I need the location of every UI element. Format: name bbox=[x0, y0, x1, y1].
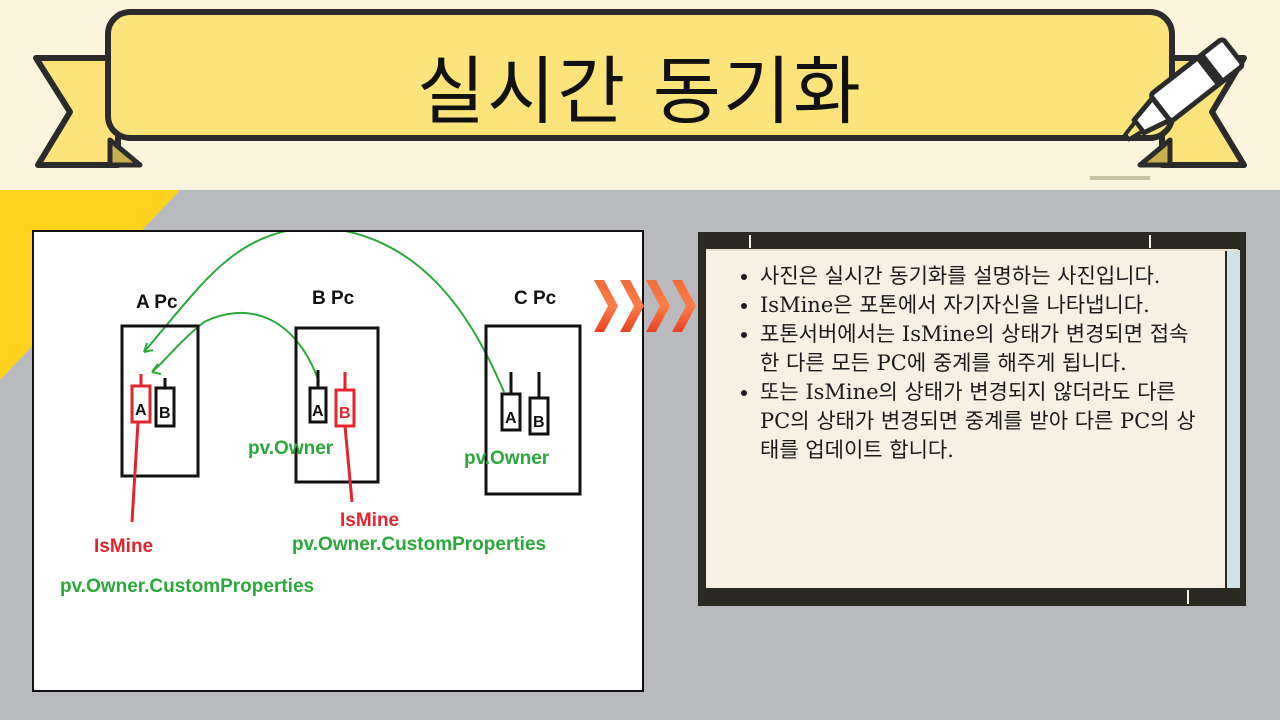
pc-label-b: B Pc bbox=[312, 288, 355, 309]
owner-label-b: pv.Owner bbox=[248, 438, 334, 459]
object-letter: B bbox=[533, 414, 545, 431]
object-letter: A bbox=[135, 402, 147, 419]
text-scroll-frame bbox=[698, 232, 1246, 606]
bullet-item: IsMine은 포톤에서 자기자신을 나타냅니다. bbox=[760, 291, 1204, 320]
ismine-label-a: IsMine bbox=[94, 536, 153, 557]
ismine-pointer-a bbox=[130, 421, 140, 523]
slide-title: 실시간 동기화 bbox=[416, 48, 863, 135]
object-letter: A bbox=[505, 410, 517, 427]
sync-arc-c-to-a bbox=[143, 232, 505, 393]
owner-props-label-a: pv.Owner.CustomProperties bbox=[60, 576, 314, 597]
object-letter: B bbox=[159, 405, 171, 422]
bullet-list-panel: 사진은 실시간 동기화를 설명하는 사진입니다. IsMine은 포톤에서 자기… bbox=[734, 262, 1204, 582]
bullet-item: 사진은 실시간 동기화를 설명하는 사진입니다. bbox=[760, 262, 1204, 291]
pc-label-c: C Pc bbox=[514, 288, 557, 309]
ismine-pointer-b bbox=[343, 425, 354, 503]
diagram-image: A Pc A B B Pc A B C Pc A B IsMine pv.Own… bbox=[32, 230, 644, 692]
banner-tail-left bbox=[33, 55, 121, 168]
bullet-item: 또는 IsMine의 상태가 변경되지 않더라도 다른 PC의 상태가 변경되면… bbox=[760, 378, 1204, 465]
pc-box-a bbox=[120, 324, 200, 478]
bullet-item: 포톤서버에서는 IsMine의 상태가 변경되면 접속한 다른 모든 PC에 중… bbox=[760, 320, 1204, 378]
owner-label-c: pv.Owner bbox=[464, 448, 550, 469]
pc-box-b bbox=[294, 326, 380, 484]
owner-props-label-b: pv.Owner.CustomProperties bbox=[292, 534, 546, 555]
title-banner bbox=[33, 9, 1247, 180]
bullet-list: 사진은 실시간 동기화를 설명하는 사진입니다. IsMine은 포톤에서 자기… bbox=[734, 262, 1204, 465]
object-letter: B bbox=[339, 405, 351, 422]
pc-box-c bbox=[484, 324, 582, 496]
sync-arc-b-to-a bbox=[151, 311, 320, 383]
object-letter: A bbox=[312, 403, 324, 420]
sync-diagram: A Pc A B B Pc A B C Pc A B IsMine pv.Own… bbox=[60, 232, 582, 597]
ismine-label-b: IsMine bbox=[340, 510, 399, 531]
pc-label-a: A Pc bbox=[136, 292, 178, 313]
highlighter-icon bbox=[1123, 37, 1245, 142]
